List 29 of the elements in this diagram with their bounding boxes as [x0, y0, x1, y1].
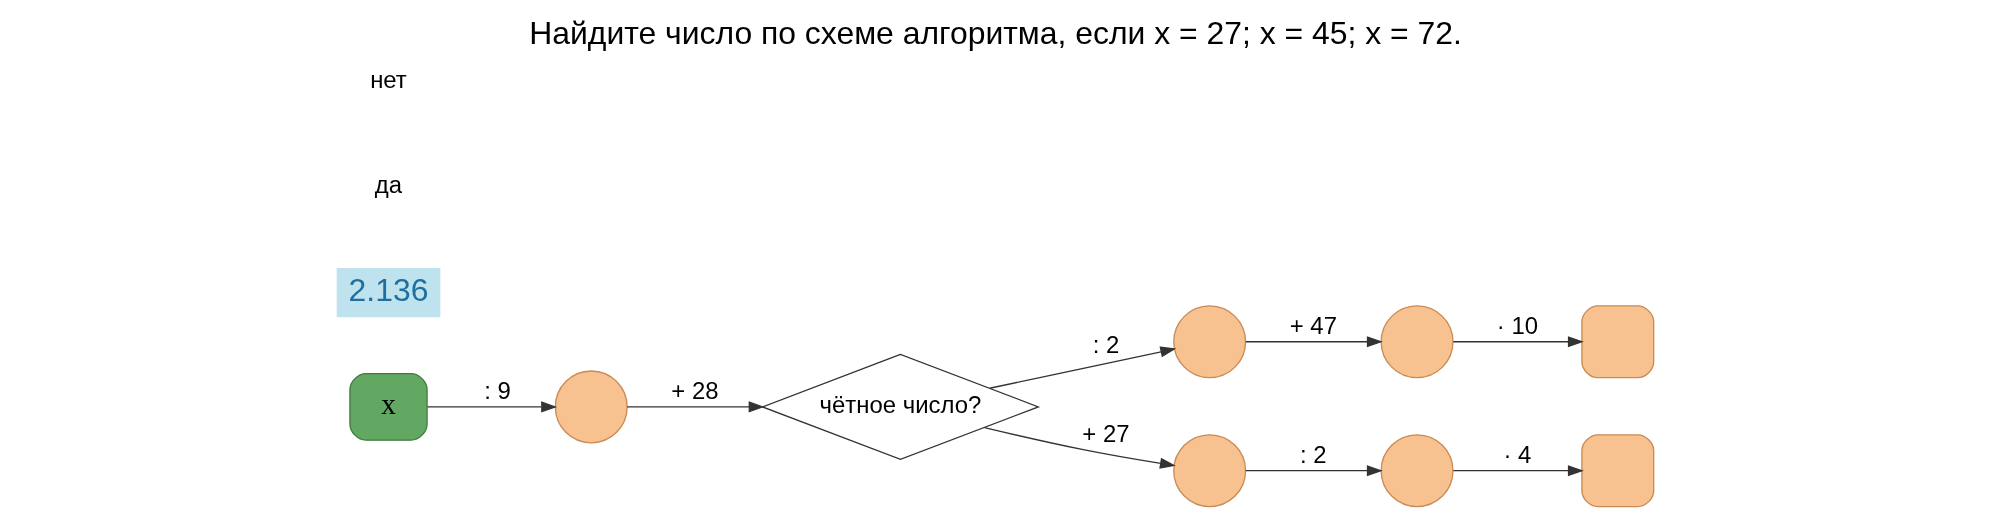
- arrow: [625, 401, 765, 413]
- arrow: [1452, 336, 1584, 348]
- label: 2.136: [348, 271, 428, 308]
- arrow: [1244, 336, 1383, 348]
- node-diamond: чётное число?: [760, 353, 1040, 461]
- node-circle: [1172, 434, 1246, 508]
- edge-label: : 2: [1299, 441, 1327, 469]
- edge-label: + 28: [670, 377, 719, 405]
- label: да: [374, 171, 402, 199]
- node-circle: [1380, 305, 1454, 379]
- node-box: [1580, 434, 1654, 508]
- edge-label: : 9: [483, 377, 511, 405]
- arrow: [983, 426, 1176, 469]
- label: нет: [369, 66, 407, 94]
- arrow: [988, 346, 1176, 389]
- diagram-title: Найдите число по схеме алгоритма, если x = 27; x = 45; x = 72.: [528, 15, 1462, 52]
- node-box: x: [348, 373, 428, 441]
- arrow: [1452, 465, 1584, 477]
- edge-label: + 27: [1081, 419, 1130, 447]
- arrow: [1244, 465, 1383, 477]
- node-box: [1580, 305, 1654, 379]
- edge-label: + 47: [1289, 312, 1337, 340]
- node-circle: [1172, 305, 1246, 379]
- node-circle: [554, 370, 628, 444]
- edge-label: · 10: [1496, 312, 1538, 340]
- arrow: [426, 401, 557, 413]
- edge-label: · 4: [1502, 441, 1531, 469]
- edge-label: : 2: [1092, 330, 1119, 358]
- node-circle: [1380, 434, 1454, 508]
